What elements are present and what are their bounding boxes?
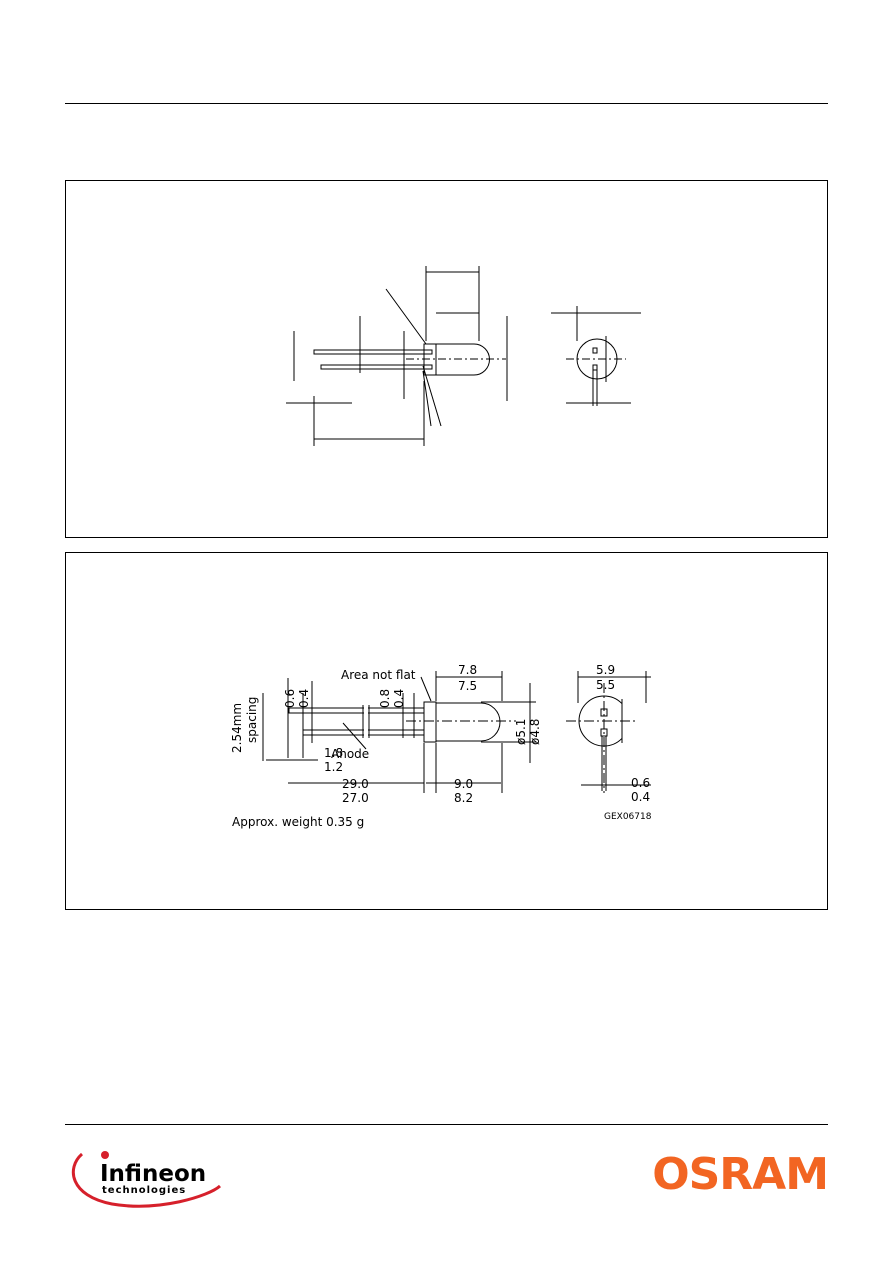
label-lead-w-min: 0.4 xyxy=(631,790,650,804)
label-area-not-flat: Area not flat xyxy=(341,668,416,682)
blank-package-drawing xyxy=(286,266,641,446)
leader-area-not-flat xyxy=(420,676,432,702)
lead-pad xyxy=(592,347,598,354)
label-lead-thick-max: 0.6 xyxy=(283,689,297,708)
label-spacing-1: 2.54mm xyxy=(230,703,244,753)
label-weight: Approx. weight 0.35 g xyxy=(232,815,364,829)
leader-line xyxy=(422,370,432,427)
leader-line xyxy=(422,365,442,427)
label-flange-max: 0.8 xyxy=(378,689,392,708)
label-dome-len-min: 7.5 xyxy=(458,679,477,693)
package-drawing-panel: Area not flat Anode 2.54mm spacing 0.6 0… xyxy=(65,552,828,910)
lead-lower xyxy=(320,364,433,370)
label-lead-w-max: 0.6 xyxy=(631,776,650,790)
infineon-wordmark: Infineon xyxy=(100,1161,206,1187)
infineon-swoosh xyxy=(71,1152,222,1208)
label-spacing-2: spacing xyxy=(245,697,259,743)
leader-line xyxy=(385,288,427,345)
leader-anode xyxy=(342,722,367,750)
label-lead-short-max: 1.8 xyxy=(324,746,343,760)
label-flange-min: 0.4 xyxy=(392,689,406,708)
lead-upper xyxy=(313,349,433,355)
infineon-tagline: technologies xyxy=(102,1185,186,1196)
body-dome xyxy=(435,702,501,742)
label-dome-len-max: 7.8 xyxy=(458,663,477,677)
label-flat-max: 5.9 xyxy=(596,663,615,677)
label-flat-min: 5.5 xyxy=(596,678,615,692)
footer-rule xyxy=(65,1124,828,1125)
body-flange xyxy=(423,701,437,743)
package-drawing-panel-blank xyxy=(65,180,828,538)
label-dia-min: ø4.8 xyxy=(528,719,542,745)
infineon-dot xyxy=(101,1151,109,1159)
infineon-logo-mark: Infineon technologies xyxy=(71,1151,222,1208)
label-lead-thick-min: 0.4 xyxy=(297,689,311,708)
label-lead-len-max: 29.0 xyxy=(342,777,369,791)
osram-logo: OSRAM xyxy=(652,1149,829,1200)
lead-pad xyxy=(600,708,608,717)
infineon-logo: Infineon technologies xyxy=(64,1138,222,1212)
label-anode: Anode xyxy=(331,747,369,761)
label-lead-len-min: 27.0 xyxy=(342,791,369,805)
label-dia-max: ø5.1 xyxy=(514,719,528,745)
label-drawing-code: GEX06718 xyxy=(604,812,652,822)
lead-pad xyxy=(592,364,598,371)
label-lead-short-min: 1.2 xyxy=(324,760,343,774)
label-body-len-min: 8.2 xyxy=(454,791,473,805)
label-body-len-max: 9.0 xyxy=(454,777,473,791)
lead-pad xyxy=(600,728,608,737)
package-drawing: Area not flat Anode 2.54mm spacing 0.6 0… xyxy=(230,663,652,829)
header-rule xyxy=(65,103,828,104)
body-dome xyxy=(435,343,490,376)
